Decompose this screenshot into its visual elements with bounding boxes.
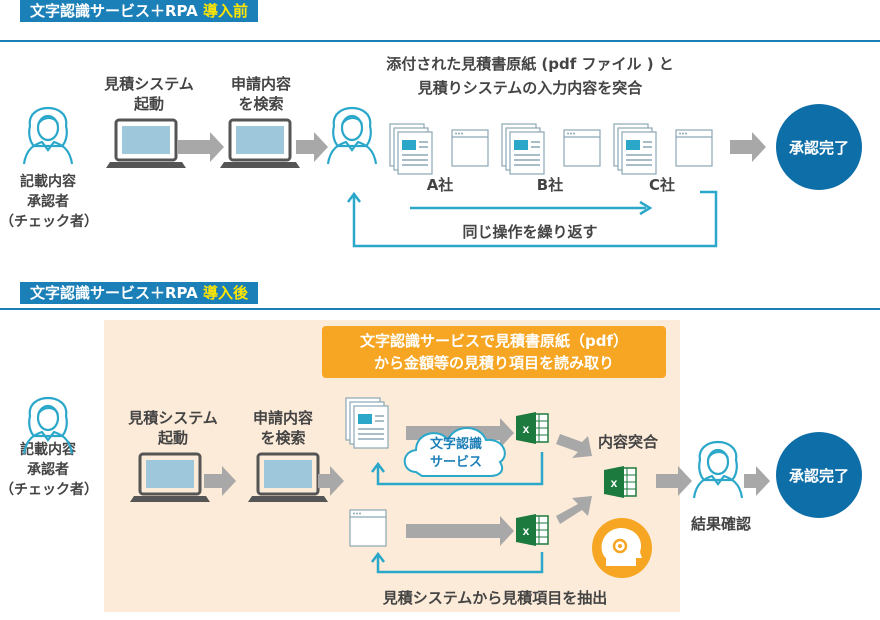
- merge-arrow-bottom: [556, 496, 592, 524]
- after-rule: [0, 308, 880, 310]
- before-arrow1-icon: [178, 132, 224, 162]
- cloud-label-line2: サービス: [430, 454, 482, 470]
- merge-arrow-top: [556, 434, 592, 458]
- ocr-note-box: 文字認識サービスで見積書原紙（pdf） から金額等の見積り項目を読み取り: [322, 326, 666, 378]
- excel-extract-icon: [515, 513, 549, 547]
- after-step2-label: 申請内容 を検索: [252, 409, 313, 447]
- window-b-icon: [563, 129, 601, 167]
- window-c-icon: [675, 129, 713, 167]
- cloud-label-line1: 文字認識: [430, 436, 482, 452]
- before-person2-icon: [326, 106, 378, 166]
- after-person-icon: [22, 396, 74, 456]
- before-loop-arrow: [352, 190, 718, 248]
- before-done-circle: 承認完了: [776, 104, 862, 190]
- before-step2-label: 申請内容 を検索: [230, 75, 291, 113]
- excel-ocr-icon: [515, 411, 549, 445]
- excel-match-icon: [603, 465, 637, 499]
- before-repeat-text: 同じ操作を繰り返す: [462, 223, 598, 241]
- after-arrow-done: [744, 466, 770, 496]
- before-arrow2-icon: [296, 132, 328, 162]
- extract-feedback-arrow: [376, 552, 544, 574]
- before-compare-text: 添付された見積書原紙 (pdf ファイル ) と 見積りシステムの入力内容を突合: [386, 55, 674, 97]
- before-person-icon: [22, 106, 74, 166]
- after-person2-icon: [692, 440, 744, 500]
- ocr-note-text: 文字認識サービスで見積書原紙（pdf） から金額等の見積り項目を読み取り: [359, 332, 628, 372]
- after-window-icon: [349, 509, 387, 547]
- after-banner-highlight: 導入後: [203, 284, 249, 302]
- ai-head-icon: [592, 518, 652, 578]
- before-laptop1-icon: [104, 118, 188, 170]
- window-a-icon: [451, 129, 489, 167]
- after-laptop2-icon: [246, 452, 330, 504]
- after-person-label: 記載内容 承認者 （チェック者）: [0, 442, 98, 498]
- before-company-b: B社: [536, 176, 564, 194]
- doc-b-icon: [501, 123, 545, 175]
- doc-c-icon: [613, 123, 657, 175]
- before-rule: [0, 40, 880, 42]
- after-arrow-result: [656, 466, 692, 496]
- ocr-feedback-arrow: [376, 452, 544, 486]
- match-label: 内容突合: [597, 433, 658, 451]
- before-person-label: 記載内容 承認者 （チェック者）: [0, 174, 98, 230]
- extract-text: 見積システムから見積項目を抽出: [382, 589, 608, 607]
- doc-a-icon: [389, 123, 433, 175]
- before-company-a: A社: [426, 176, 454, 194]
- before-banner: 文字認識サービス＋RPA 導入前: [20, 0, 259, 22]
- after-arrow2-icon: [318, 466, 344, 496]
- after-step1-label: 見積システム 起動: [128, 409, 218, 447]
- after-doc-icon: [345, 397, 389, 449]
- after-banner: 文字認識サービス＋RPA 導入後: [20, 282, 259, 304]
- before-arrow3-icon: [730, 132, 766, 162]
- before-banner-highlight: 導入前: [203, 2, 249, 20]
- before-company-c: C社: [648, 176, 675, 194]
- cloud-icon: [403, 427, 506, 477]
- result-label: 結果確認: [690, 515, 751, 533]
- after-laptop1-icon: [128, 452, 212, 504]
- before-laptop2-icon: [218, 118, 302, 170]
- after-arrow1-icon: [204, 466, 236, 496]
- after-arrow-extract: [406, 516, 514, 546]
- before-step1-label: 見積システム 起動: [104, 75, 194, 113]
- after-done-circle: 承認完了: [776, 432, 862, 518]
